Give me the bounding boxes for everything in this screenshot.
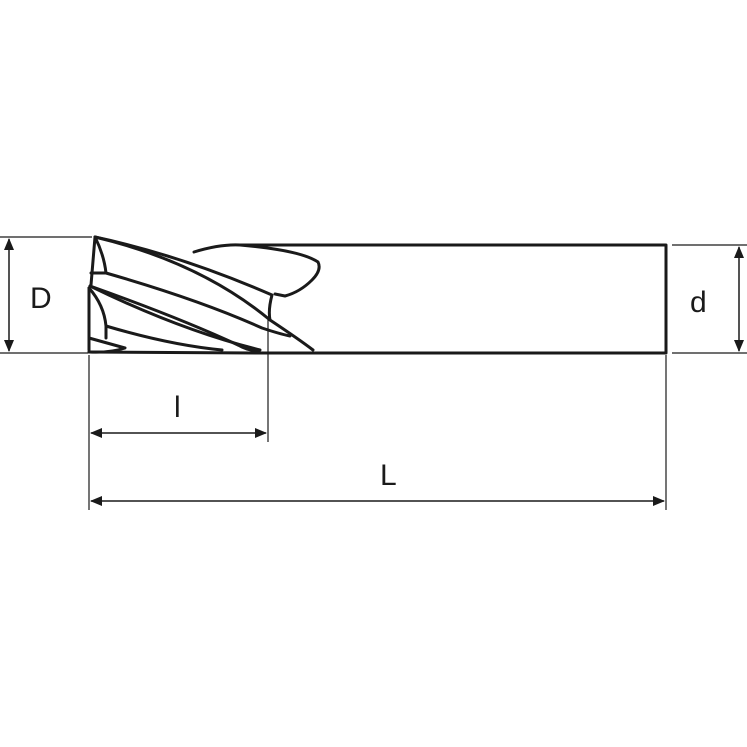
label-shank-diameter: d: [690, 286, 707, 319]
flute-top: [192, 243, 321, 298]
label-overall-length: L: [380, 459, 397, 492]
extension-lines: [0, 236, 747, 510]
tool-body: [87, 235, 668, 355]
shank-outline: [238, 243, 668, 355]
label-cutting-diameter: D: [30, 282, 52, 315]
label-flute-length: l: [174, 391, 181, 424]
dimension-lines: [4, 238, 744, 506]
